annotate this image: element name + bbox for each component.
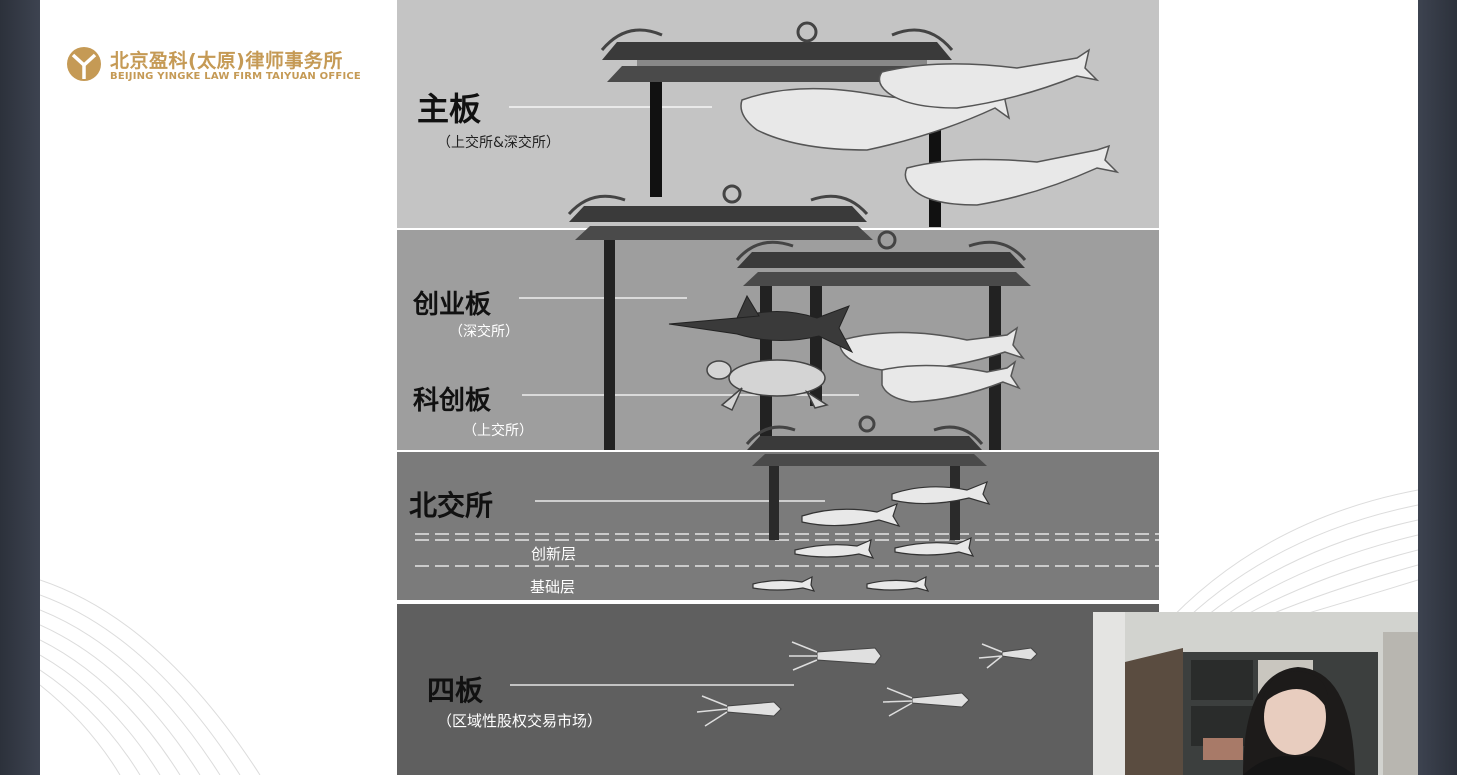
window-frame-left (0, 0, 40, 775)
label-main-board: 主板 (417, 90, 482, 128)
pavilion-illustration (397, 21, 1159, 727)
capital-market-infographic: 主板 （上交所&深交所） 创业板 （深交所） 科创板 （上交所） 北交所 创新层… (397, 0, 1159, 775)
label-chinext-exchange: （深交所） (449, 324, 519, 340)
logo-name-en: BEIJING YINGKE LAW FIRM TAIYUAN OFFICE (110, 71, 361, 82)
logo-mark-icon (67, 47, 101, 81)
label-chinext: 创业板 (413, 290, 492, 320)
firm-logo: 北京盈科(太原)律师事务所 BEIJING YINGKE LAW FIRM TA… (66, 44, 406, 88)
squids (696, 641, 1038, 727)
pavilion-chinext (567, 184, 873, 450)
marlin (668, 294, 854, 354)
label-regional-market-exchange: （区域性股权交易市场） (437, 712, 603, 730)
label-main-board-exchange: （上交所&深交所） (437, 135, 560, 151)
whales (740, 48, 1120, 403)
label-bse-basic-tier: 基础层 (530, 578, 576, 596)
decorative-lines-left (40, 579, 261, 775)
window-frame-right (1418, 0, 1457, 775)
presenter-video-frame (1093, 612, 1418, 775)
fish-school (752, 480, 991, 592)
pavilion-bse (745, 415, 987, 540)
turtle (706, 359, 829, 412)
decorative-lines-right (1160, 489, 1418, 630)
presenter-video-thumbnail[interactable] (1093, 612, 1418, 775)
label-bse: 北交所 (409, 489, 494, 522)
presentation-slide: 北京盈科(太原)律师事务所 BEIJING YINGKE LAW FIRM TA… (40, 0, 1418, 775)
band-regional (397, 604, 1159, 775)
logo-name-cn: 北京盈科(太原)律师事务所 (110, 50, 343, 72)
label-star-market-exchange: （上交所） (463, 423, 533, 439)
label-regional-market: 四板 (427, 674, 484, 707)
label-star-market: 科创板 (413, 386, 492, 416)
label-bse-innovation-tier: 创新层 (531, 545, 577, 563)
